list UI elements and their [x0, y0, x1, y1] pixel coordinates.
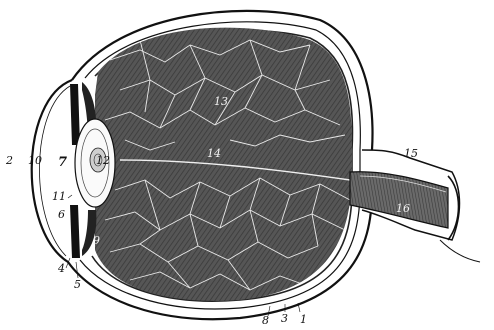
dura-sheath-line — [440, 240, 480, 262]
label-6: 6 — [58, 208, 65, 221]
label-4: 4 — [57, 262, 65, 275]
label-10: 10 — [28, 154, 42, 167]
label-3: 3 — [281, 312, 288, 325]
ciliary-body-lower — [82, 210, 96, 256]
label-15: 15 — [404, 147, 418, 160]
label-7: 7 — [58, 155, 67, 170]
label-5: 5 — [74, 278, 81, 291]
vitreous-body — [80, 10, 370, 320]
label-13: 13 — [214, 95, 228, 108]
label-12: 12 — [96, 154, 110, 167]
iris-lower — [70, 205, 80, 258]
iris-upper — [70, 84, 80, 145]
label-2: 2 — [5, 154, 13, 167]
label-14: 14 — [207, 147, 221, 160]
label-1: 1 — [300, 313, 307, 326]
label-16: 16 — [396, 202, 410, 215]
label-8: 8 — [262, 314, 269, 327]
label-11: 11 — [52, 190, 66, 203]
label-9: 9 — [93, 234, 100, 247]
